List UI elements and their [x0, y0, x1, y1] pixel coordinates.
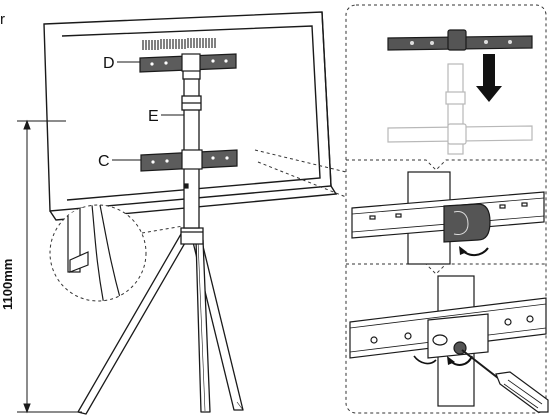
down-arrow-icon: [476, 54, 502, 102]
tripod-legs: [77, 233, 244, 415]
corner-text: r: [0, 11, 5, 28]
step-1-attach-bracket: [387, 29, 533, 155]
bracket-c: [140, 149, 238, 189]
zoom-detail-circle: [49, 204, 184, 302]
vent-grille: [142, 38, 216, 50]
step-2-clip-pole: [351, 171, 545, 265]
pole-e: [181, 56, 202, 229]
step-3-screw-bracket: [349, 275, 547, 407]
svg-text:E: E: [148, 108, 159, 125]
height-dimension: [17, 119, 82, 414]
label-c-callout: C: [98, 153, 141, 170]
label-e-callout: E: [148, 108, 184, 125]
screwdriver-icon: [461, 349, 549, 413]
bracket-d: [139, 53, 237, 73]
svg-text:D: D: [103, 55, 115, 72]
svg-text:C: C: [98, 153, 110, 170]
label-d-callout: D: [103, 55, 140, 72]
height-label: 1100mm: [0, 259, 15, 310]
detail-connector-lines: [254, 149, 347, 198]
leg-hub: [180, 227, 204, 245]
